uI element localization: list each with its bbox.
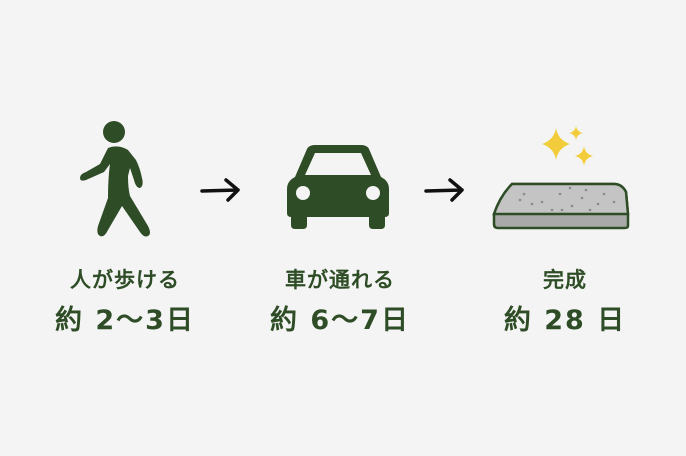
stage-duration: 約 6～7日 (270, 305, 410, 336)
stage-title: 人が歩ける (70, 268, 180, 292)
car-icon (287, 145, 389, 229)
stage-title: 車が通れる (285, 268, 395, 292)
stage-duration: 約 28 日 (503, 305, 627, 336)
stage-title: 完成 (543, 268, 587, 292)
walking-person-icon (80, 121, 150, 237)
sparkle-icon (542, 126, 593, 166)
stage-duration: 約 2～3日 (55, 305, 195, 336)
arrow-right-icon (424, 178, 464, 202)
arrow-right-icon (200, 178, 240, 202)
concrete-slab-icon (492, 182, 630, 230)
